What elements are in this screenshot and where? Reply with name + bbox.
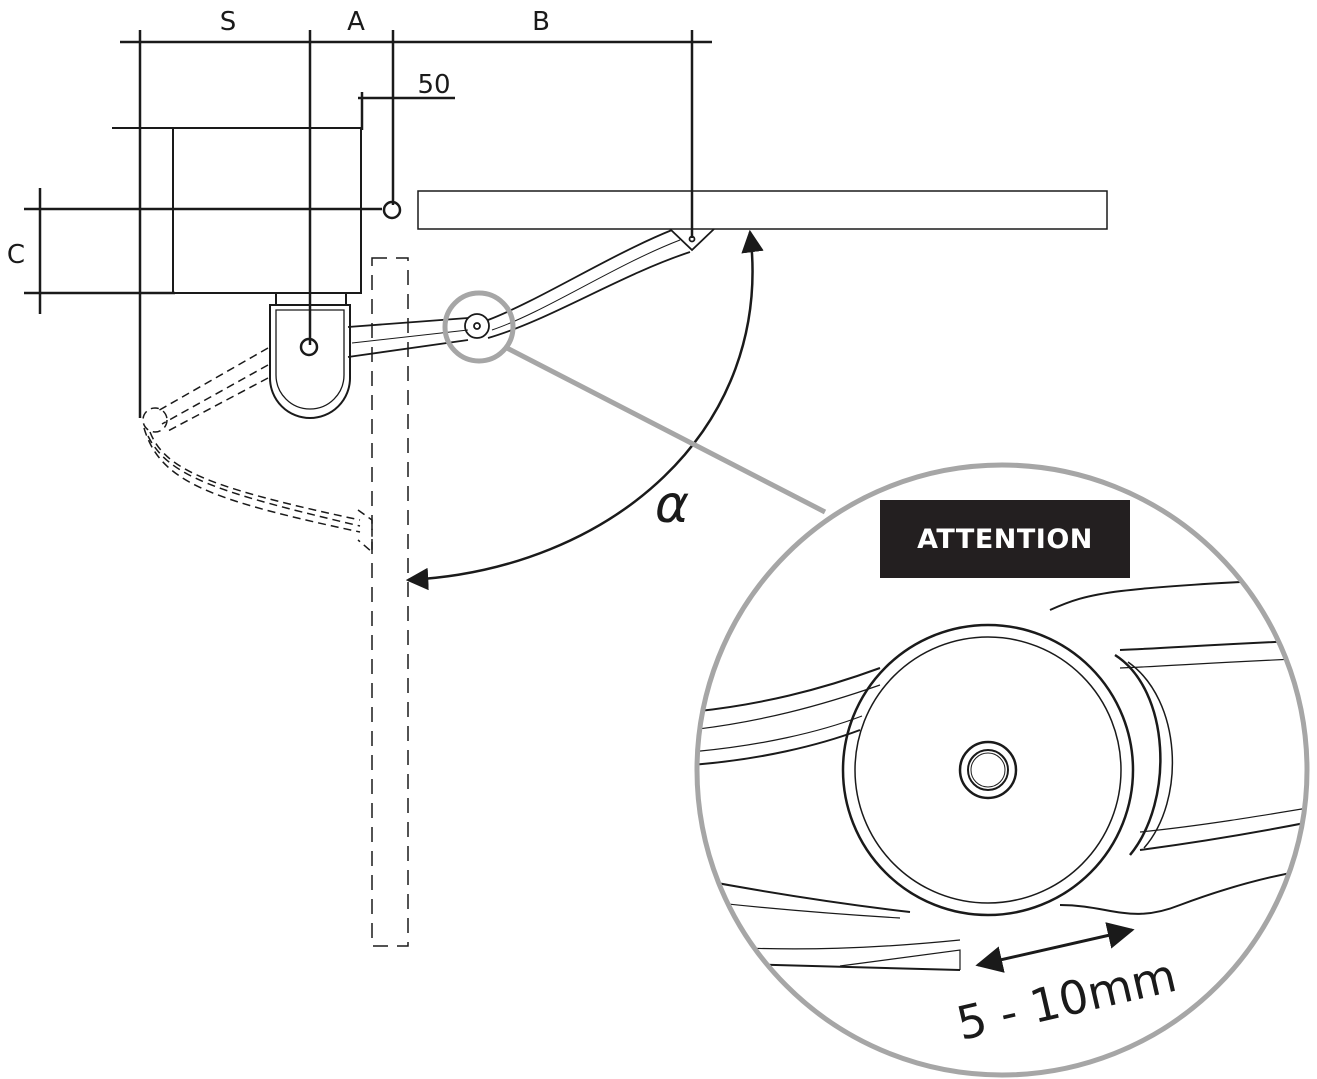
dim-label-a: A (347, 7, 365, 37)
articulated-arm (347, 228, 715, 358)
attention-label: ATTENTION (917, 524, 1093, 555)
attention-banner (880, 500, 1130, 578)
opening-angle-arc (405, 229, 764, 591)
gate-open-dashed (371, 257, 409, 947)
dim-label-s: S (220, 7, 237, 37)
dim-label-b: B (532, 7, 550, 37)
detail-callout-link (442, 290, 827, 515)
gate-closed (417, 190, 1108, 230)
gate-leaf (371, 190, 1108, 947)
motor-housing (112, 127, 362, 419)
motor-pivot-icon (299, 337, 319, 357)
dimension-lines (24, 30, 712, 418)
angle-alpha-label: α (655, 475, 689, 535)
gap-dimension-arrow (975, 922, 1135, 973)
dim-label-c: C (7, 240, 25, 270)
arm-open-position (142, 347, 373, 554)
dim-label-50: 50 (417, 70, 450, 100)
detail-zoom (694, 462, 1310, 1078)
hinge-pivot-icon (382, 200, 402, 220)
